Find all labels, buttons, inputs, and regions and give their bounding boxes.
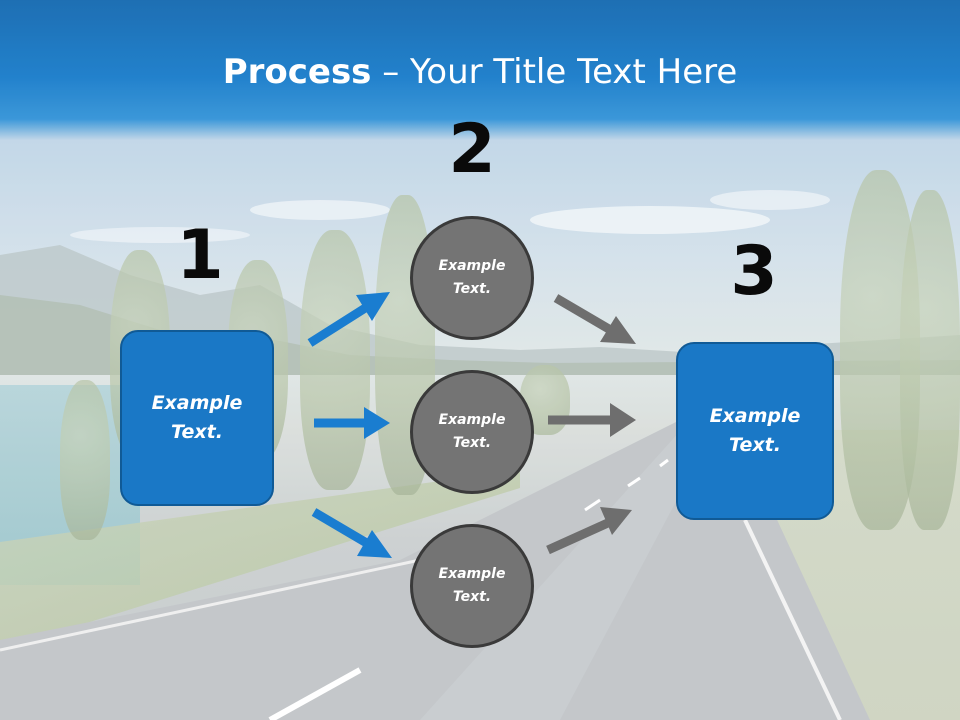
arrow-blue-right <box>314 407 390 439</box>
arrow-gray-down <box>553 294 636 344</box>
step-2-circle-top[interactable]: Example Text. <box>410 216 534 340</box>
step-number-2: 2 <box>448 110 496 189</box>
background-clouds <box>70 190 830 243</box>
step-number-1: 1 <box>176 216 224 295</box>
step-number-3: 3 <box>730 232 778 311</box>
circle-top-text: Example Text. <box>438 258 506 297</box>
title-band <box>0 0 960 140</box>
step-2-circle-bottom[interactable]: Example Text. <box>410 524 534 648</box>
step-1-box[interactable]: Example Text. <box>120 330 274 506</box>
step-3-box[interactable]: Example Text. <box>676 342 834 520</box>
step-2-circle-middle[interactable]: Example Text. <box>410 370 534 494</box>
circle-middle-text: Example Text. <box>438 412 506 451</box>
slide-title-rest: – Your Title Text Here <box>371 52 738 92</box>
arrow-blue-down <box>311 508 392 558</box>
slide-title: Process – Your Title Text Here <box>0 52 960 92</box>
arrow-gray-up <box>546 507 632 555</box>
circle-bottom-text: Example Text. <box>438 566 506 605</box>
background-tree <box>300 230 370 490</box>
background-tree <box>60 380 110 540</box>
slide-title-bold: Process <box>222 52 372 92</box>
arrow-gray-right <box>548 403 636 437</box>
step-1-text: Example Text. <box>151 392 243 443</box>
step-3-text: Example Text. <box>709 405 801 456</box>
arrow-blue-up <box>307 292 390 347</box>
background-tree <box>900 190 960 530</box>
